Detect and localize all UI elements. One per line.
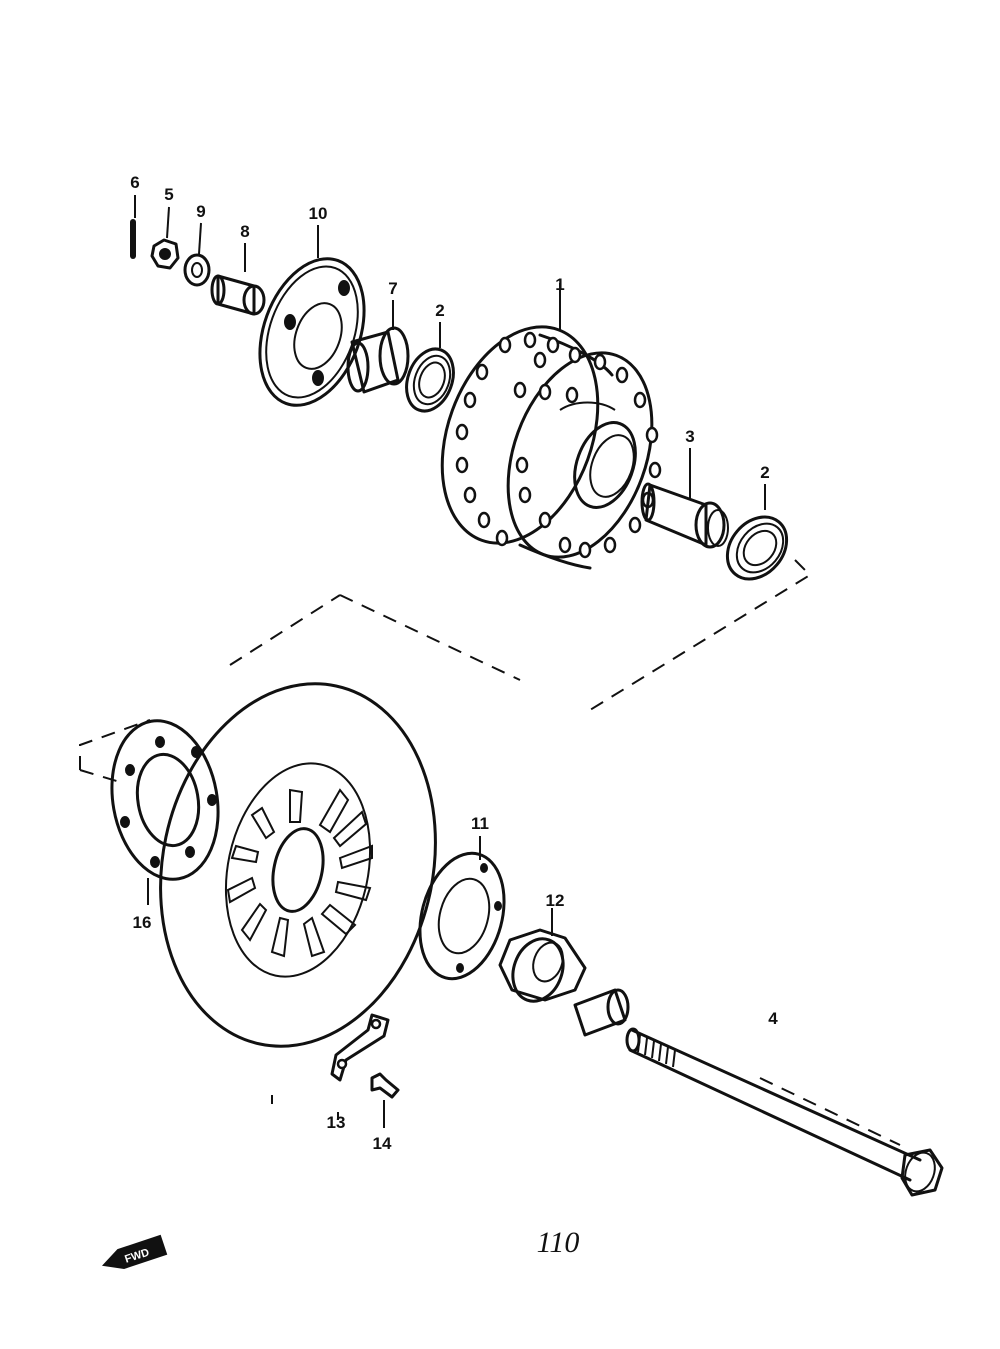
part-4-axle <box>625 1027 944 1197</box>
part-13-lock-plate <box>330 1013 390 1120</box>
part-2-bearing-left <box>405 322 455 413</box>
part-5-castle-nut <box>150 206 180 270</box>
part-9-washer <box>183 222 211 287</box>
callout-8: 8 <box>240 222 249 241</box>
callout-6: 6 <box>130 173 139 192</box>
forward-arrow-icon: FWD <box>101 1234 168 1270</box>
part-11-seal-plate <box>418 836 506 981</box>
callout-2-upper: 2 <box>435 301 444 320</box>
part-2-bearing-right <box>725 484 789 581</box>
part-16-disc-adapter <box>110 719 220 905</box>
part-7-collar <box>346 300 410 394</box>
callout-16: 16 <box>133 913 152 932</box>
axle-spacer <box>573 988 630 1037</box>
callout-9: 9 <box>196 202 205 221</box>
callout-5: 5 <box>164 185 173 204</box>
callout-1: 1 <box>555 275 564 294</box>
part-14-bolt <box>370 1072 400 1128</box>
part-6-cotter-pin <box>130 195 136 259</box>
callout-3: 3 <box>685 427 694 446</box>
assembly-boundary-dashed <box>79 559 812 783</box>
callout-10: 10 <box>309 204 328 223</box>
part-3-distance-collar <box>640 448 729 549</box>
callout-7: 7 <box>388 279 397 298</box>
part-12-adjuster-block <box>498 908 587 1003</box>
part-8-spacer <box>210 243 266 316</box>
callout-2-lower: 2 <box>760 463 769 482</box>
callout-12: 12 <box>546 891 565 910</box>
callout-14: 14 <box>373 1134 392 1153</box>
brake-disc <box>159 682 437 1104</box>
callout-labels: 6 5 9 8 10 7 2 1 3 2 11 12 16 4 13 14 <box>130 173 778 1153</box>
callout-13: 13 <box>327 1113 346 1132</box>
page-number: 110 <box>537 1226 580 1259</box>
callout-11: 11 <box>471 814 489 833</box>
callout-4: 4 <box>768 1009 778 1028</box>
part-1-wheel-hub <box>440 283 662 570</box>
